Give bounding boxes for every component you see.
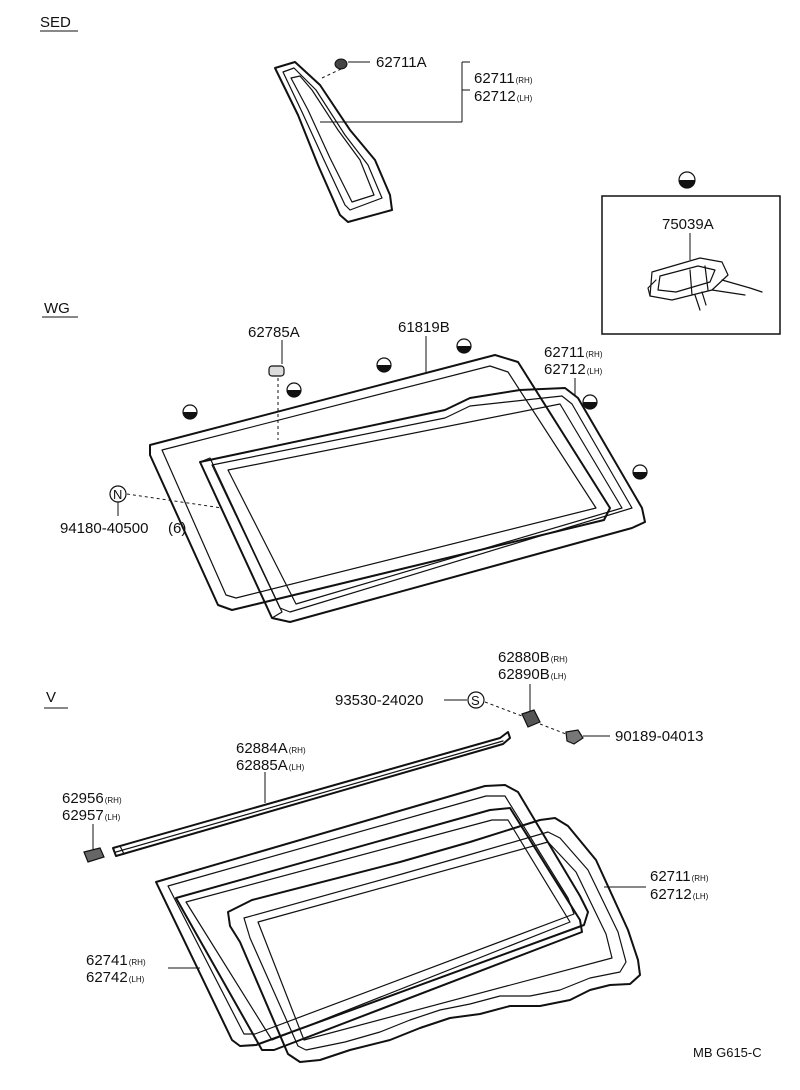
- label-62742: 62742(LH): [86, 969, 145, 986]
- label-v-62712: 62712(LH): [650, 886, 709, 903]
- label-93530-24020: 93530-24020: [335, 692, 423, 709]
- glass-v: [227, 817, 641, 1063]
- section-v: V 62880B(RH) 62890B(LH) 93530-24020 S 90…: [44, 649, 709, 1063]
- weatherstrip-wg: [199, 457, 283, 619]
- label-62880b: 62880B(RH): [498, 649, 568, 666]
- stopper-62956: [83, 847, 105, 863]
- label-75039a: 75039A: [662, 216, 714, 233]
- channel-62884a: [112, 731, 511, 857]
- dash-93530: [484, 701, 523, 717]
- run-strip-v: [175, 807, 583, 1051]
- inset-75039a: 75039A: [601, 171, 781, 335]
- n-marker: N: [109, 485, 223, 516]
- label-62885a: 62885A(LH): [236, 757, 305, 774]
- section-label-wg: WG: [44, 300, 70, 317]
- label-62884a: 62884A(RH): [236, 740, 306, 757]
- bracket-62880b: [521, 709, 541, 728]
- label-62890b: 62890B(LH): [498, 666, 567, 683]
- s-marker: S: [467, 691, 485, 709]
- quarter-window-sed: [274, 61, 393, 223]
- label-62956: 62956(RH): [62, 790, 122, 807]
- label-wg-62712: 62712(LH): [544, 361, 603, 378]
- svg-text:S: S: [471, 693, 480, 708]
- section-label-sed: SED: [40, 14, 71, 31]
- leader-bracket-sed: [320, 61, 470, 123]
- label-v-62711: 62711(RH): [650, 868, 709, 885]
- clip-62711a: [321, 58, 370, 79]
- frame-61819b: [149, 354, 611, 611]
- label-62741: 62741(RH): [86, 952, 146, 969]
- label-94180-qty: (6): [168, 520, 186, 537]
- drawing-reference: MB G615-C: [693, 1045, 762, 1060]
- screw-90189-04013: [539, 723, 610, 745]
- label-94180-40500: 94180-40500: [60, 520, 148, 537]
- label-90189-04013: 90189-04013: [615, 728, 703, 745]
- label-sed-62711: 62711(RH): [474, 70, 533, 87]
- label-wg-62711: 62711(RH): [544, 344, 603, 361]
- label-sed-62712: 62712(LH): [474, 88, 533, 105]
- glass-wg: [199, 387, 646, 623]
- label-62957: 62957(LH): [62, 807, 121, 824]
- half-circle-markers-wg: [182, 338, 648, 480]
- label-62785a: 62785A: [248, 324, 300, 341]
- section-sed: SED 62711A 62711(RH) 62712(LH): [40, 14, 533, 223]
- label-62711a: 62711A: [376, 54, 427, 71]
- clip-62785a: [268, 340, 285, 440]
- svg-text:N: N: [113, 487, 122, 502]
- section-label-v: V: [46, 689, 56, 706]
- emblem-75039a: [647, 257, 763, 311]
- label-61819b: 61819B: [398, 319, 450, 336]
- section-wg: WG 62785A: [42, 300, 648, 623]
